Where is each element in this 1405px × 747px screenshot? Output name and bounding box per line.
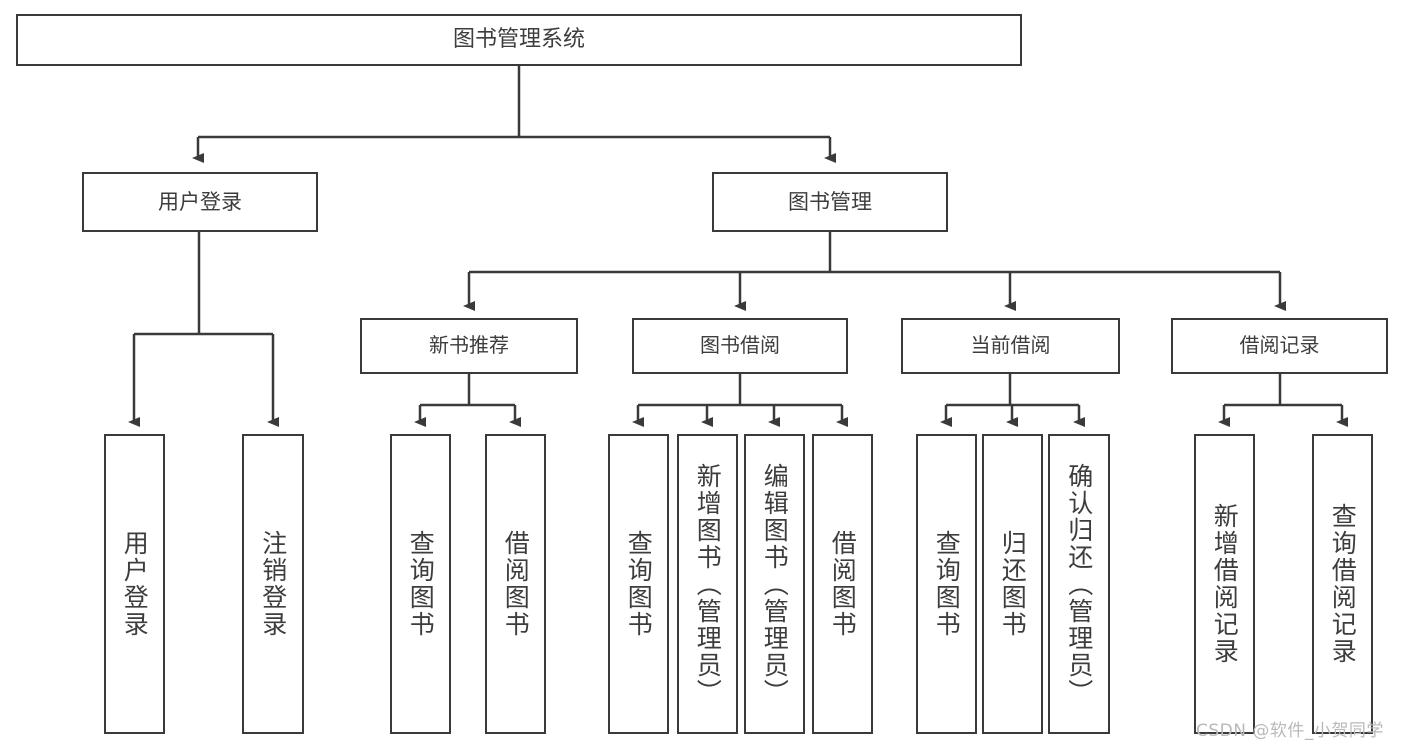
leaf-return-book[interactable]: 归还图书 (982, 434, 1043, 734)
node-label: 查询图书 (932, 530, 962, 638)
leaf-add-borrow-record[interactable]: 新增借阅记录 (1194, 434, 1255, 734)
node-label: 查询图书 (406, 530, 436, 638)
node-label: 借阅图书 (828, 530, 858, 638)
node-label: 新书推荐 (429, 333, 509, 358)
node-label: 查询图书 (624, 530, 654, 638)
leaf-query-book-recommend[interactable]: 查询图书 (390, 434, 451, 734)
node-label: 借阅图书 (501, 530, 531, 638)
csdn-watermark: CSDN @软件_小贺同学 (1196, 721, 1384, 741)
node-label: 注销登录 (258, 530, 288, 638)
node-label: 查询借阅记录 (1328, 503, 1358, 665)
node-current-borrow[interactable]: 当前借阅 (901, 318, 1120, 374)
leaf-user-login[interactable]: 用户登录 (104, 434, 165, 734)
leaf-logout-login[interactable]: 注销登录 (242, 434, 304, 734)
node-label: 新增图书（管理员） (693, 462, 723, 706)
leaf-add-book-admin[interactable]: 新增图书（管理员） (677, 434, 738, 734)
node-label: 用户登录 (120, 530, 150, 638)
leaf-query-book-current[interactable]: 查询图书 (916, 434, 977, 734)
node-label: 借阅记录 (1239, 333, 1320, 358)
node-book-borrow[interactable]: 图书借阅 (632, 318, 848, 374)
leaf-query-borrow-record[interactable]: 查询借阅记录 (1312, 434, 1373, 734)
node-label: 图书借阅 (700, 333, 780, 358)
node-label: 归还图书 (998, 530, 1028, 638)
node-label: 图书管理系统 (452, 27, 585, 53)
node-book-management[interactable]: 图书管理 (712, 172, 948, 232)
node-label: 新增借阅记录 (1210, 503, 1240, 665)
node-label: 图书管理 (788, 189, 872, 214)
leaf-borrow-book-recommend[interactable]: 借阅图书 (485, 434, 546, 734)
node-user-login[interactable]: 用户登录 (82, 172, 318, 232)
node-root-book-management-system[interactable]: 图书管理系统 (16, 14, 1022, 66)
node-label: 编辑图书（管理员） (760, 462, 790, 706)
node-label: 用户登录 (158, 189, 242, 214)
leaf-query-book-borrow[interactable]: 查询图书 (608, 434, 669, 734)
node-new-book-recommend[interactable]: 新书推荐 (360, 318, 578, 374)
leaf-confirm-return-admin[interactable]: 确认归还（管理员） (1048, 434, 1110, 734)
leaf-edit-book-admin[interactable]: 编辑图书（管理员） (744, 434, 805, 734)
node-label: 当前借阅 (970, 333, 1051, 358)
leaf-borrow-book[interactable]: 借阅图书 (812, 434, 873, 734)
node-label: 确认归还（管理员） (1064, 462, 1094, 706)
node-borrow-record[interactable]: 借阅记录 (1171, 318, 1388, 374)
